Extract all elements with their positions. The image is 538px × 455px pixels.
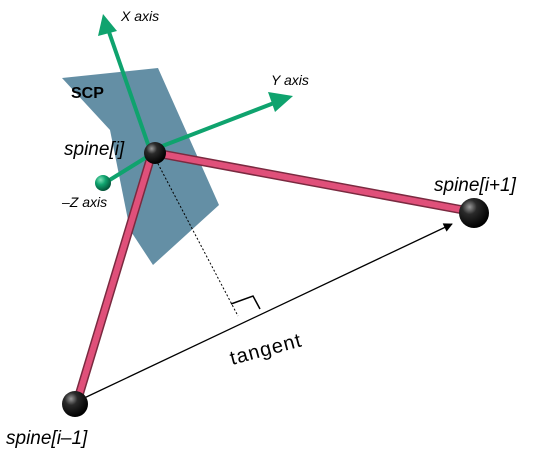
z-axis-label: –Z axis xyxy=(61,194,107,210)
perpendicular-dotted-line xyxy=(155,159,239,317)
scp-label: SCP xyxy=(71,85,104,102)
z-axis-end-ball xyxy=(95,175,111,191)
spine-i-ball xyxy=(144,142,166,164)
spine-prev-ball xyxy=(62,391,88,417)
x-axis-shaft xyxy=(107,31,152,151)
tangent-label: tangent xyxy=(228,329,305,369)
scp-plane xyxy=(62,68,219,265)
z-axis-shaft xyxy=(106,153,152,183)
y-axis-arrowhead xyxy=(268,92,293,112)
x-axis-arrowhead xyxy=(98,14,117,36)
y-axis-shaft xyxy=(151,101,275,152)
y-axis-label: Y axis xyxy=(271,72,309,88)
segment-spine-i-to-next-highlight xyxy=(153,150,477,215)
spine-next-label: spine[i+1] xyxy=(434,175,517,196)
tangent-arrow xyxy=(79,223,453,401)
segment-spine-i-to-prev-highlight xyxy=(74,157,153,405)
x-axis-label: X axis xyxy=(120,8,159,24)
spine-prev-label: spine[i–1] xyxy=(6,428,88,449)
spine-i-label: spine[i] xyxy=(64,139,125,160)
right-angle-marker xyxy=(230,295,261,310)
spine-next-ball xyxy=(459,198,489,228)
